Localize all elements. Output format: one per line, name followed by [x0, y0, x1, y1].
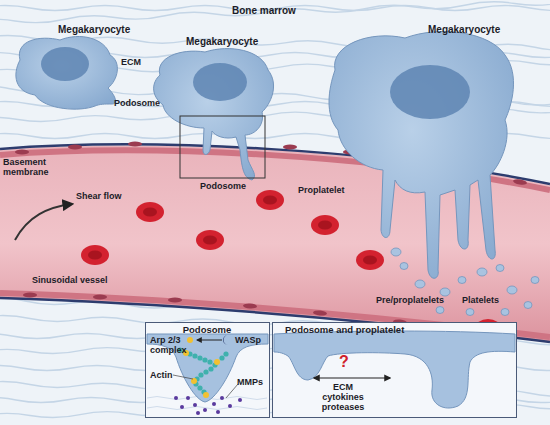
- inset-panel: Podosome and proplatelet? ECM cytokines p…: [272, 322, 517, 418]
- panel-heading: Podosome: [146, 325, 268, 335]
- structure-label: Proplatelet: [298, 186, 345, 196]
- structure-label: Podosome: [114, 99, 160, 109]
- matrix-label: ECM: [121, 58, 141, 68]
- cell-label: Megakaryocyte: [428, 24, 500, 35]
- structure-label: Podosome: [200, 182, 246, 192]
- zoom-frame: [180, 116, 265, 178]
- structure-label: Platelets: [462, 296, 499, 306]
- cell-label: Megakaryocyte: [58, 24, 130, 35]
- megakaryocyte-middle: [154, 49, 274, 180]
- factor-label: ECM cytokines proteases: [315, 383, 371, 413]
- podosome-proplatelet-inset-art: [272, 322, 517, 418]
- structure-label: Basement membrane: [3, 158, 55, 178]
- flow-label: Shear flow: [76, 192, 122, 202]
- structure-label: Pre/proplatelets: [376, 296, 444, 306]
- cell-label: Megakaryocyte: [186, 36, 258, 47]
- protein-label: MMPs: [237, 378, 263, 388]
- region-label: Bone marrow: [232, 5, 296, 16]
- megakaryocyte-left: [16, 36, 118, 109]
- vessel-label: Sinusoidal vessel: [32, 276, 108, 286]
- inset-panel: PodosomeArp 2/3 complex WASpActinMMPs: [145, 322, 270, 418]
- podosome-inset-art: [145, 322, 270, 418]
- megakaryocyte-right: [329, 32, 514, 279]
- protein-label: Actin: [150, 371, 173, 381]
- question-mark: ?: [339, 353, 349, 371]
- platelets: [391, 248, 539, 316]
- panel-heading: Podosome and proplatelet: [285, 325, 404, 335]
- protein-label: WASp: [235, 336, 261, 346]
- protein-label: Arp 2/3 complex: [150, 336, 190, 356]
- shear-flow-arrow: [15, 204, 72, 240]
